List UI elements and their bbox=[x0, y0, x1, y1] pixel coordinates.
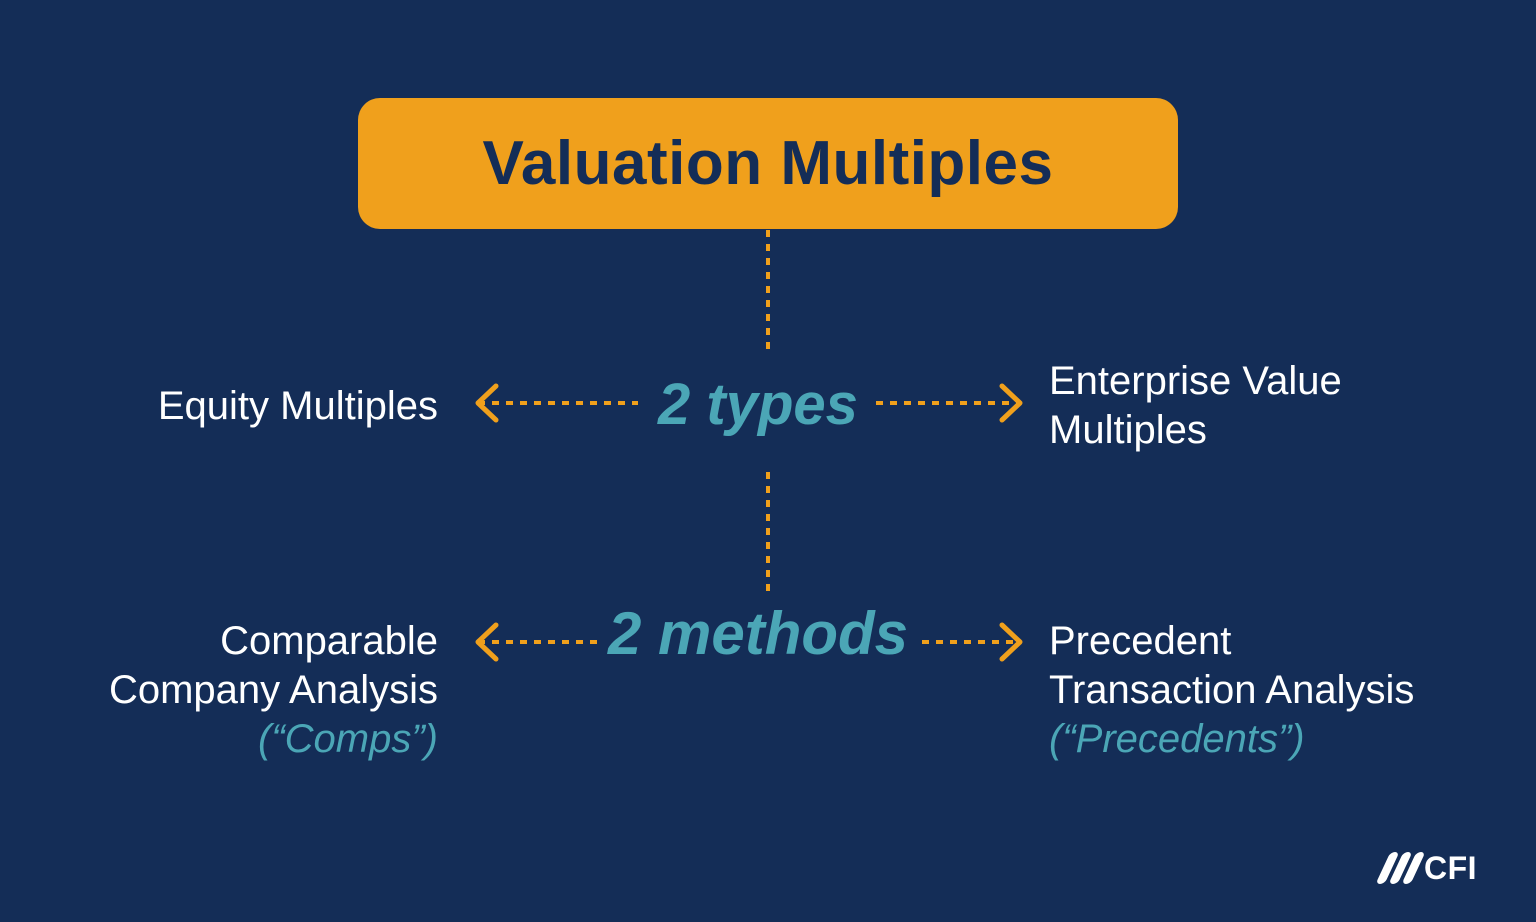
cfi-logo: CFI bbox=[1375, 849, 1478, 886]
comps-alias: (“Comps”) bbox=[258, 717, 438, 761]
precedents-label-line-1: Precedent bbox=[1049, 619, 1232, 663]
comps-label-line-2: Company Analysis bbox=[108, 668, 438, 712]
cfi-logo-text: CFI bbox=[1424, 849, 1478, 886]
arrowhead-methods-right-icon bbox=[999, 622, 1023, 662]
hub-methods-label: 2 methods bbox=[607, 600, 909, 667]
cfi-slash-logo-icon bbox=[1375, 852, 1426, 884]
enterprise-value-multiples-node: Enterprise Value Multiples bbox=[1049, 357, 1342, 455]
title-box: Valuation Multiples bbox=[358, 98, 1178, 229]
diagram-title: Valuation Multiples bbox=[482, 129, 1054, 198]
precedents-label-line-2: Transaction Analysis bbox=[1049, 668, 1415, 712]
precedents-alias: (“Precedents”) bbox=[1049, 717, 1305, 761]
comparable-company-analysis-node: Comparable Company Analysis (“Comps”) bbox=[109, 617, 438, 764]
equity-multiples-label: Equity Multiples bbox=[157, 384, 438, 428]
hub-types-label: 2 types bbox=[658, 372, 858, 437]
arrowhead-types-right-icon bbox=[999, 383, 1023, 423]
comps-label-line-1: Comparable bbox=[220, 619, 438, 663]
arrowhead-methods-left-icon bbox=[475, 622, 499, 662]
precedent-transaction-analysis-node: Precedent Transaction Analysis (“Precede… bbox=[1049, 617, 1414, 764]
arrowhead-types-left-icon bbox=[475, 383, 499, 423]
equity-multiples-node: Equity Multiples bbox=[158, 382, 438, 431]
enterprise-value-label-line-1: Enterprise Value bbox=[1049, 359, 1342, 403]
enterprise-value-label-line-2: Multiples bbox=[1049, 408, 1207, 452]
